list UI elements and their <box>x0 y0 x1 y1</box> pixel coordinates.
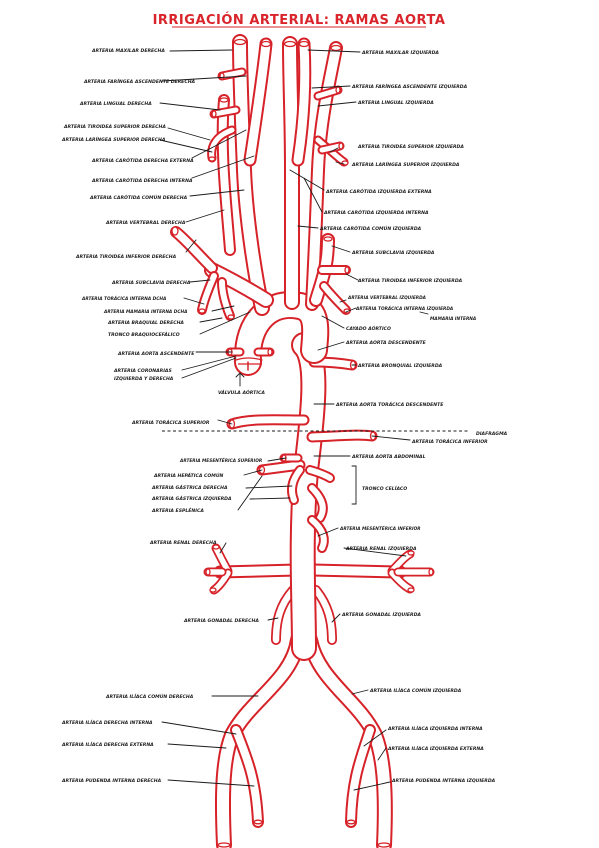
leader-lines <box>159 49 429 791</box>
label-vertebral-der: ARTERIA VERTEBRAL DERECHA <box>105 220 186 226</box>
label-tiroidea-sup-der: ARTERIA TIROIDEA SUPERIOR DERECHA <box>63 124 166 130</box>
label-lingual-der: ARTERIA LINGUAL DERECHA <box>79 101 152 107</box>
label-mesenterica-sup: ARTERIA MESENTÉRICA SUPERIOR <box>179 456 262 464</box>
label-toracica-inf: ARTERIA TORÁCICA INFERIOR <box>411 438 488 445</box>
label-mamaria-int-der: ARTERIA MAMARIA INTERNA DCHA <box>103 309 187 315</box>
label-subclavia-der: ARTERIA SUBCLAVIA DERECHA <box>111 280 191 286</box>
page-title: IRRIGACIÓN ARTERIAL: RAMAS AORTA <box>153 12 446 28</box>
label-renal-izq: ARTERIA RENAL IZQUIERDA <box>345 546 417 552</box>
label-aorta-abd: ARTERIA AORTA ABDOMINAL <box>351 454 426 460</box>
arteries <box>170 34 435 848</box>
label-esplenica: ARTERIA ESPLÉNICA <box>151 506 204 514</box>
label-iliaca-ext-der: ARTERIA ILÍACA DERECHA EXTERNA <box>61 741 154 748</box>
label-tiroidea-sup-izq: ARTERIA TIROIDEA SUPERIOR IZQUIERDA <box>357 144 464 150</box>
label-maxilar-izq: ARTERIA MAXILAR IZQUIERDA <box>361 50 439 56</box>
label-gonadal-der: ARTERIA GONADAL DERECHA <box>183 618 259 624</box>
label-valvula: VÁLVULA AÓRTICA <box>218 389 265 396</box>
label-iliaca-int-der: ARTERIA ILÍACA DERECHA INTERNA <box>61 719 153 726</box>
labels-right-side-of-body: ARTERIA MAXILAR DERECHA ARTERIA FARÍNGEA… <box>61 48 265 784</box>
label-carotida-ext-der: ARTERIA CARÓTIDA DERECHA EXTERNA <box>91 157 194 164</box>
label-iliaca-int-izq: ARTERIA ILÍACA IZQUIERDA INTERNA <box>387 725 483 732</box>
label-toracica-int-der: ARTERIA TORÁCICA INTERNA DCHA <box>81 295 166 302</box>
label-gonadal-izq: ARTERIA GONADAL IZQUIERDA <box>341 612 421 618</box>
label-laringea-der: ARTERIA LARÍNGEA SUPERIOR DERECHA <box>61 136 166 143</box>
label-gastrica-izq: ARTERIA GÁSTRICA IZQUIERDA <box>151 495 232 502</box>
label-coronarias-1: ARTERIA CORONARIAS <box>113 368 172 374</box>
label-gastrica-der: ARTERIA GÁSTRICA DERECHA <box>151 484 228 491</box>
label-aorta-tor-desc: ARTERIA AORTA TORÁCICA DESCENDENTE <box>335 401 444 408</box>
label-faringea-izq: ARTERIA FARÍNGEA ASCENDENTE IZQUIERDA <box>351 83 468 90</box>
labels-left-side-of-body: ARTERIA MAXILAR IZQUIERDA ARTERIA FARÍNG… <box>319 50 508 784</box>
gonadal-vessels <box>271 585 337 645</box>
label-laringea-izq: ARTERIA LARÍNGEA SUPERIOR IZQUIERDA <box>351 161 460 168</box>
label-diafragma: DIAFRAGMA <box>476 431 508 437</box>
label-iliaca-com-izq: ARTERIA ILÍACA COMÚN IZQUIERDA <box>369 687 462 694</box>
label-pudenda-der: ARTERIA PUDENDA INTERNA DERECHA <box>61 778 162 784</box>
label-aorta-desc: ARTERIA AORTA DESCENDENTE <box>345 340 427 346</box>
iliac-vessels <box>214 632 393 848</box>
label-mesenterica-inf: ARTERIA MESENTÉRICA INFERIOR <box>339 524 421 532</box>
carotid-vessels <box>207 34 349 316</box>
label-subclavia-izq: ARTERIA SUBCLAVIA IZQUIERDA <box>351 250 435 256</box>
renal-vessels <box>203 543 435 595</box>
label-iliaca-ext-izq: ARTERIA ILÍACA IZQUIERDA EXTERNA <box>387 745 484 752</box>
label-tronco-braquio: TRONCO BRAQUIOCEFÁLICO <box>108 331 180 338</box>
label-bronquial-izq: ARTERIA BRONQUIAL IZQUIERDA <box>357 363 443 369</box>
label-faringea-der: ARTERIA FARÍNGEA ASCENDENTE DERECHA <box>83 78 196 85</box>
label-vertebral-izq: ARTERIA VERTEBRAL IZQUIERDA <box>347 295 426 301</box>
label-coronarias-2: IZQUIERDA Y DERECHA <box>114 376 174 382</box>
label-pudenda-izq: ARTERIA PUDENDA INTERNA IZQUIERDA <box>391 778 496 784</box>
label-carotida-com-izq: ARTERIA CARÓTIDA COMÚN IZQUIERDA <box>319 225 422 232</box>
label-hepatica: ARTERIA HEPÁTICA COMÚN <box>153 472 224 479</box>
label-maxilar-der: ARTERIA MAXILAR DERECHA <box>91 48 165 54</box>
label-lingual-izq: ARTERIA LINGUAL IZQUIERDA <box>357 100 434 106</box>
label-carotida-ext-izq: ARTERIA CARÓTIDA IZQUIERDA EXTERNA <box>325 188 432 195</box>
label-braquial-der: ARTERIA BRAQUIAL DERECHA <box>107 320 184 326</box>
label-renal-der: ARTERIA RENAL DERECHA <box>149 540 217 546</box>
subclavian-vessels <box>170 226 351 321</box>
descending-aorta <box>289 332 327 661</box>
label-carotida-int-izq: ARTERIA CARÓTIDA IZQUIERDA INTERNA <box>323 209 429 216</box>
label-toracica-int-izq: ARTERIA TORÁCICA INTERNA IZQUIERDA <box>355 305 453 312</box>
label-aorta-asc: ARTERIA AORTA ASCENDENTE <box>117 351 195 357</box>
label-carotida-com-der: ARTERIA CARÓTIDA COMÚN DERECHA <box>89 194 188 201</box>
label-tiroidea-inf-der: ARTERIA TIROIDEA INFERIOR DERECHA <box>75 254 177 260</box>
label-tiroidea-inf-izq: ARTERIA TIROIDEA INFERIOR IZQUIERDA <box>357 278 463 284</box>
label-iliaca-com-der: ARTERIA ILÍACA COMÚN DERECHA <box>105 693 194 700</box>
label-cayado: CAYADO AÓRTICO <box>346 325 391 332</box>
celiac-vessels <box>256 453 335 553</box>
label-toracica-sup: ARTERIA TORÁCICA SUPERIOR <box>131 419 210 426</box>
label-mamaria-int: MAMARIA INTERNA <box>430 316 476 322</box>
label-tronco-celiaco: TRONCO CELÍACO <box>362 485 407 492</box>
label-carotida-int-der: ARTERIA CARÓTIDA DERECHA INTERNA <box>91 177 193 184</box>
